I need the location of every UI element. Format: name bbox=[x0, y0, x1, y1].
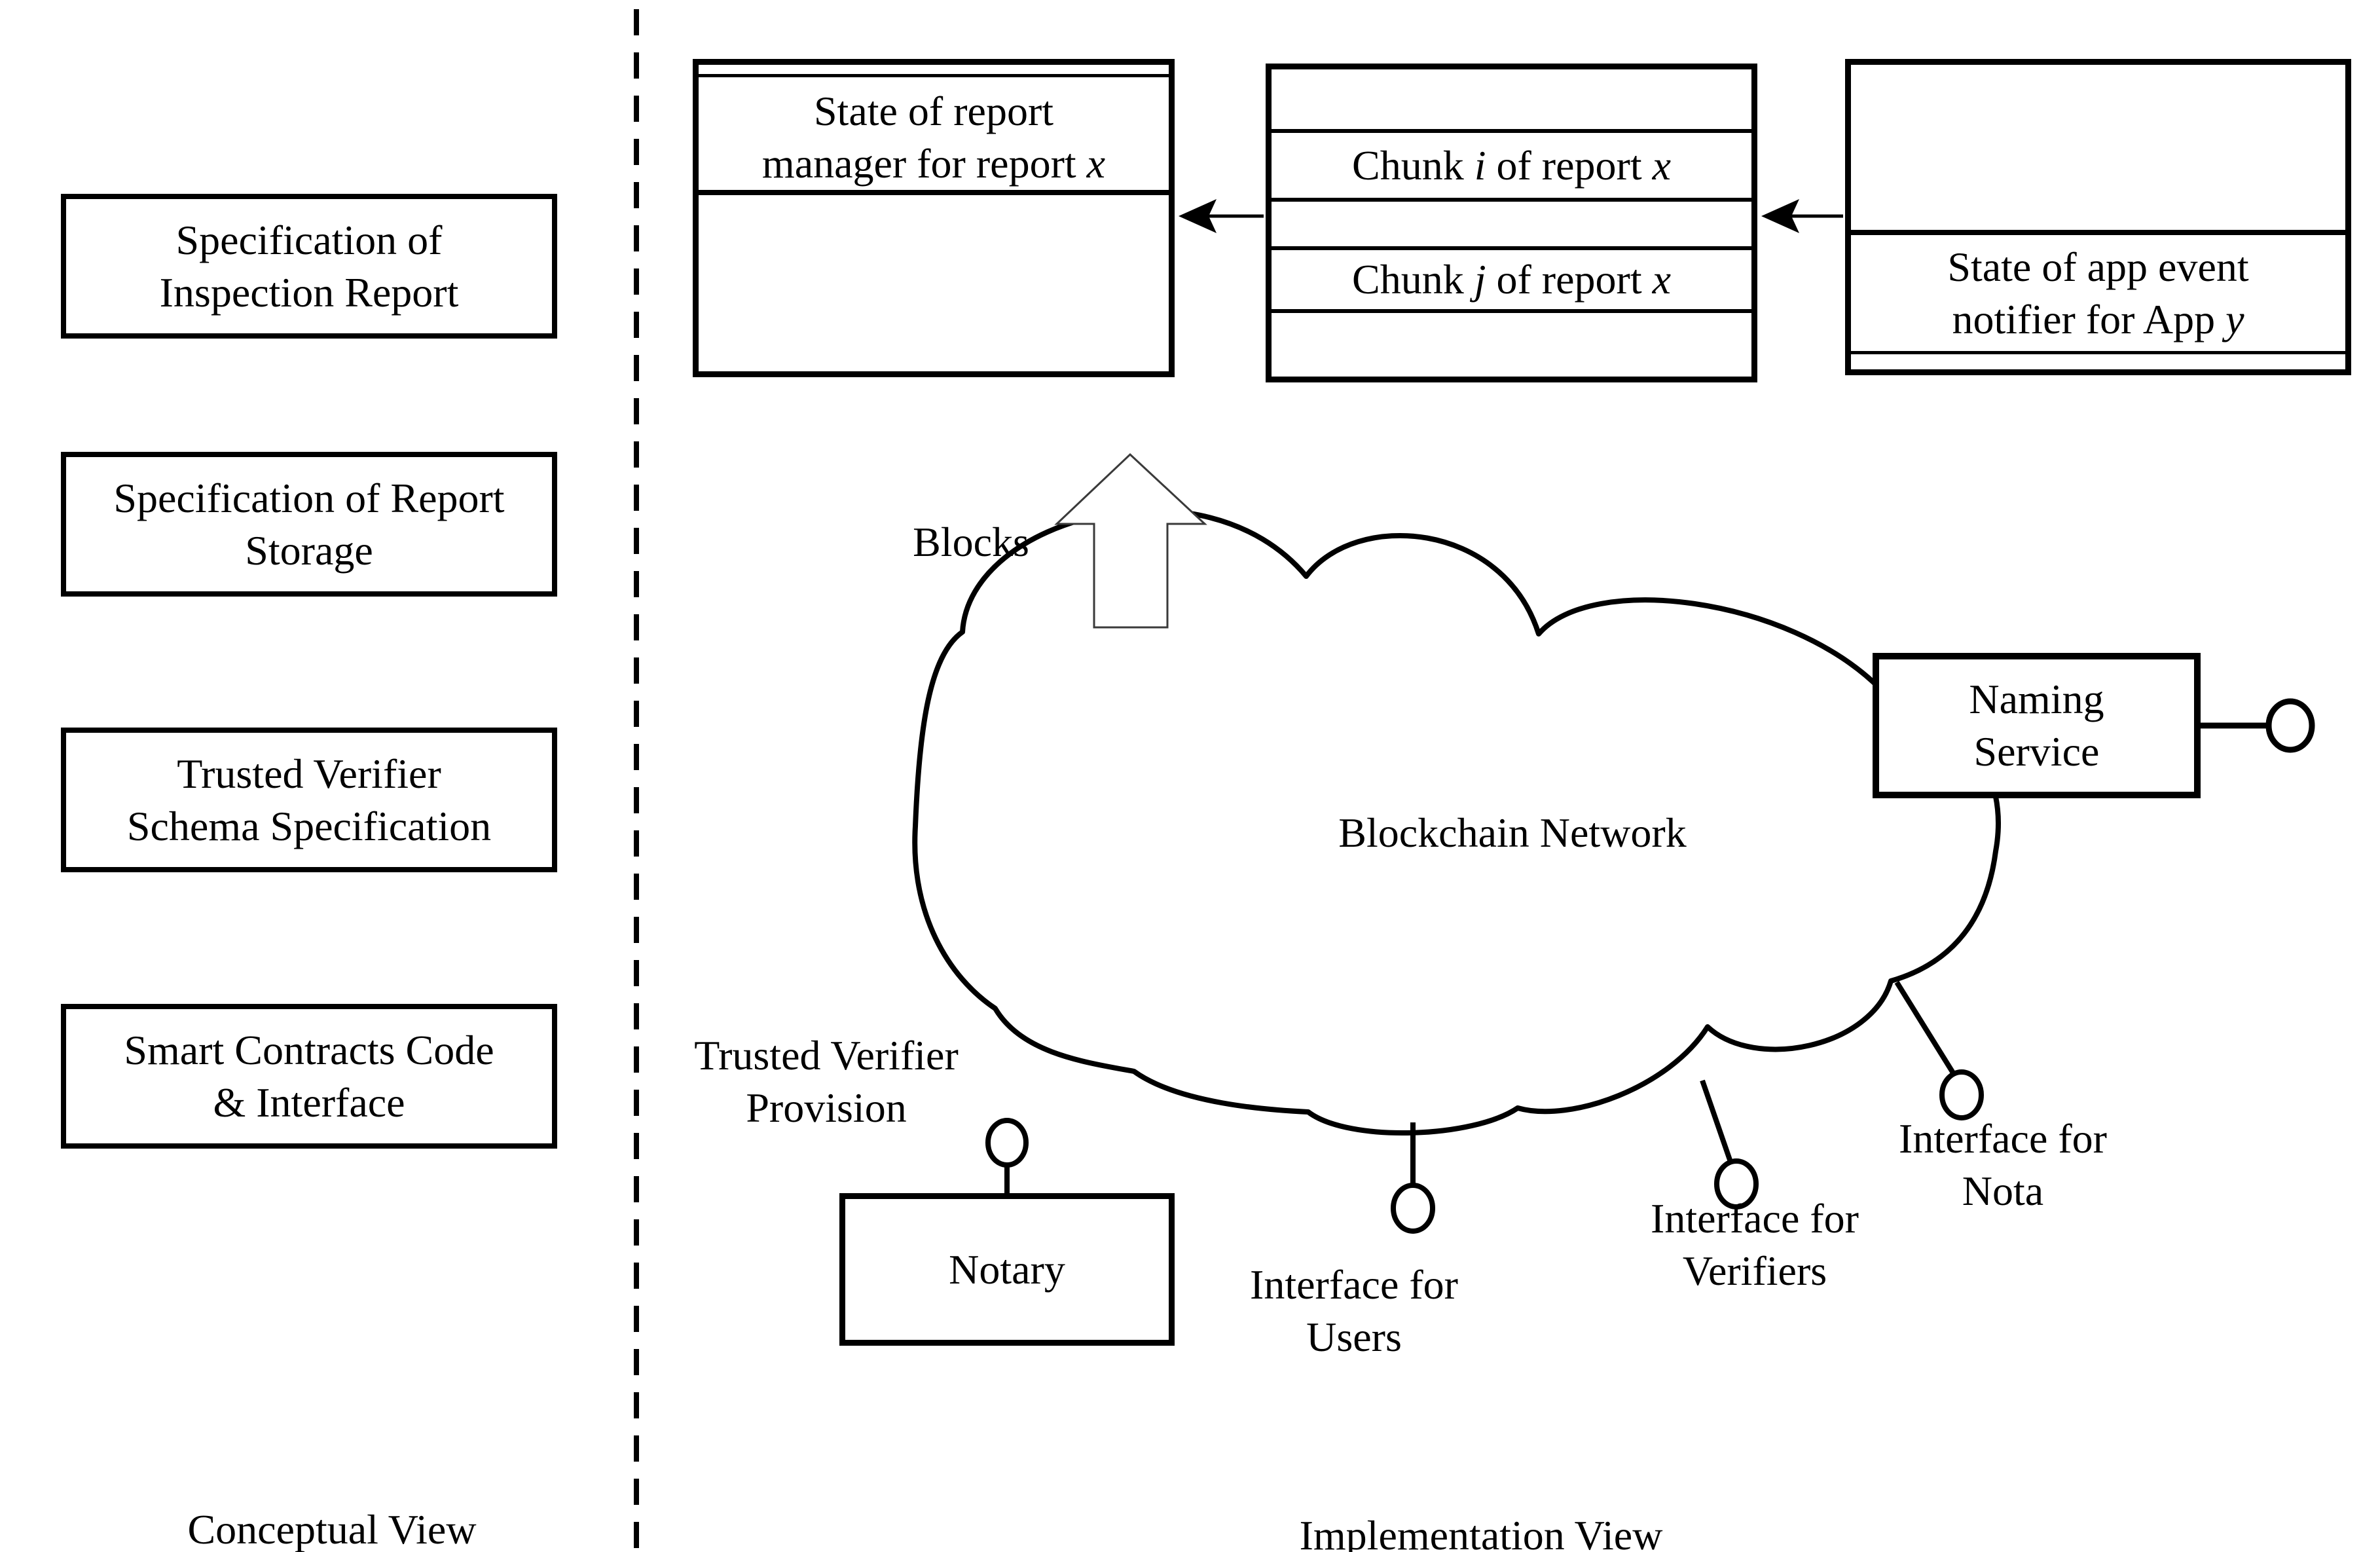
notary-box: Notary bbox=[839, 1193, 1175, 1346]
spec-inspection-report-box: Specification of Inspection Report bbox=[61, 194, 557, 339]
interface-for-users-label: Interface for Users bbox=[1250, 1261, 1458, 1360]
box-label-line: Inspection Report bbox=[159, 268, 459, 316]
report-chunks-block: Chunk i of report x Chunk j of report x bbox=[1266, 64, 1757, 382]
chunk-empty-row bbox=[1272, 202, 1751, 250]
conceptual-view-label: Conceptual View bbox=[187, 1506, 477, 1552]
box-label-line: Specification of Report bbox=[113, 474, 505, 521]
app-notifier-title-cell: State of app event notifier for App y bbox=[1851, 235, 2345, 354]
chunk-j-row: Chunk j of report x bbox=[1272, 250, 1751, 313]
interface-for-verifiers-label: Interface for Verifiers bbox=[1651, 1195, 1859, 1294]
block-header-strip bbox=[699, 65, 1169, 77]
blocks-label: Blocks bbox=[913, 519, 1029, 565]
spec-report-storage-box: Specification of Report Storage bbox=[61, 452, 557, 597]
implementation-view-label: Implementation View bbox=[1299, 1512, 1663, 1552]
chunk-i-row: Chunk i of report x bbox=[1272, 133, 1751, 202]
trusted-verifier-provision-label: Trusted Verifier Provision bbox=[694, 1032, 959, 1131]
box-label-line: Specification of bbox=[175, 216, 443, 263]
app-notifier-empty-cell bbox=[1851, 65, 2345, 235]
blocks-up-arrow bbox=[1054, 453, 1207, 629]
interface-verifiers-lollipop-icon bbox=[1700, 1079, 1759, 1210]
blockchain-cloud-shape bbox=[912, 508, 2001, 1136]
report-manager-state-block: State of report manager for report x bbox=[693, 59, 1175, 377]
app-notifier-line2: notifier for App y bbox=[1952, 295, 2244, 342]
interface-for-notaries-label: Interface for Nota bbox=[1899, 1115, 2107, 1214]
naming-service-lollipop-icon bbox=[2201, 698, 2315, 753]
app-notifier-line1: State of app event bbox=[1947, 243, 2249, 290]
trusted-verifier-schema-box: Trusted Verifier Schema Specification bbox=[61, 728, 557, 872]
chunk-empty-row bbox=[1272, 313, 1751, 377]
naming-service-box: Naming Service bbox=[1873, 653, 2201, 798]
naming-service-line1: Naming bbox=[1969, 676, 2104, 722]
smart-contracts-box: Smart Contracts Code & Interface bbox=[61, 1004, 557, 1149]
box-label-line: Trusted Verifier bbox=[177, 750, 441, 797]
naming-service-line2: Service bbox=[1973, 728, 2100, 775]
report-manager-line2: manager for report x bbox=[761, 140, 1106, 187]
report-manager-title-cell: State of report manager for report x bbox=[699, 77, 1169, 195]
box-label-line: Storage bbox=[245, 527, 373, 574]
report-manager-empty-cell bbox=[699, 195, 1169, 371]
notifier-to-chunk-arrow bbox=[1761, 199, 1843, 233]
report-manager-line1: State of report bbox=[813, 88, 1054, 134]
box-label-line: Schema Specification bbox=[126, 802, 492, 849]
chunk-to-manager-arrow bbox=[1179, 199, 1264, 233]
blockchain-network-label: Blockchain Network bbox=[1338, 809, 1687, 856]
box-label-line: Smart Contracts Code bbox=[124, 1026, 494, 1073]
interface-notaries-lollipop-icon bbox=[1894, 980, 1984, 1120]
box-label-line: & Interface bbox=[213, 1079, 405, 1126]
interface-users-lollipop-icon bbox=[1391, 1122, 1435, 1234]
notary-label: Notary bbox=[949, 1246, 1065, 1293]
block-footer-strip bbox=[1851, 354, 2345, 369]
chunk-empty-row bbox=[1272, 69, 1751, 133]
app-notifier-state-block: State of app event notifier for App y bbox=[1845, 59, 2351, 375]
notary-lollipop-icon bbox=[985, 1118, 1029, 1193]
